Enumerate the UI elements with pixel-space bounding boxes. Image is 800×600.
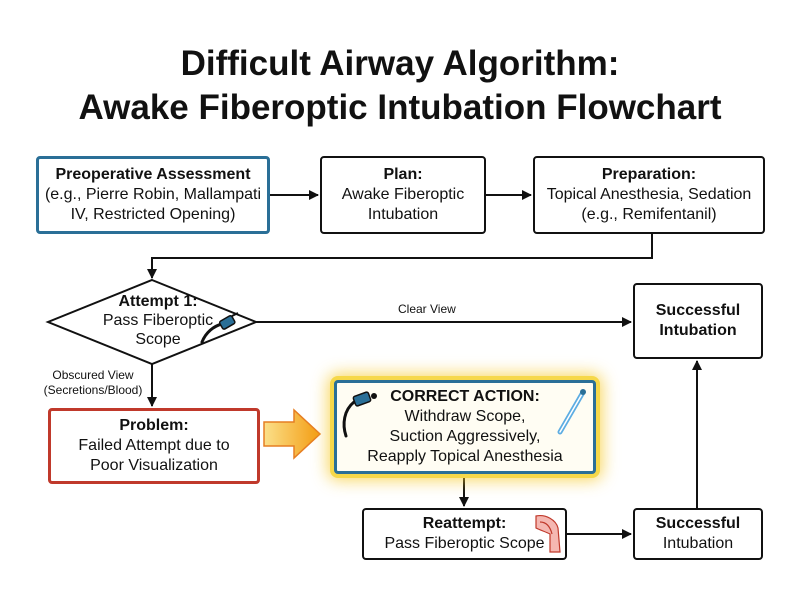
preparation-line-1: Topical Anesthesia, Sedation	[546, 186, 752, 203]
reattempt-heading: Reattempt:	[422, 515, 507, 532]
correct-action-line-2: Suction Aggressively,	[389, 428, 541, 445]
node-preparation: Preparation: Topical Anesthesia, Sedatio…	[533, 156, 765, 234]
reattempt-line-1: Pass Fiberoptic Scope	[384, 535, 545, 552]
plan-line-1: Awake Fiberoptic	[341, 186, 465, 203]
node-correct-action: CORRECT ACTION: Withdraw Scope, Suction …	[334, 380, 596, 474]
obscured-view-label: Obscured View (Secretions/Blood)	[28, 368, 158, 398]
obscured-view-line-1: Obscured View	[52, 368, 134, 382]
problem-line-1: Failed Attempt due to	[78, 437, 230, 454]
success-top-line-2: Intubation	[659, 322, 737, 339]
success-top-line-1: Successful	[655, 302, 741, 319]
airway-anatomy-icon	[535, 515, 561, 553]
attempt1-line-1: Pass Fiberoptic	[102, 312, 214, 329]
fiberoptic-scope-icon	[342, 391, 377, 438]
success-bottom-line-1: Intubation	[662, 535, 734, 552]
orange-arrow-icon	[263, 408, 322, 460]
plan-heading: Plan:	[383, 166, 423, 183]
node-success-top: Successful Intubation	[633, 283, 763, 359]
plan-line-2: Intubation	[367, 206, 439, 223]
success-bottom-heading: Successful	[655, 515, 741, 532]
attempt1-text: Attempt 1: Pass Fiberoptic Scope	[78, 292, 238, 349]
preparation-line-2: (e.g., Remifentanil)	[581, 206, 717, 223]
correct-action-line-3: Reapply Topical Anesthesia	[367, 448, 563, 465]
preop-line-1: (e.g., Pierre Robin, Mallampati	[44, 186, 262, 203]
title-line-1: Difficult Airway Algorithm:	[180, 44, 620, 83]
node-success-bottom: Successful Intubation	[633, 508, 763, 560]
node-problem: Problem: Failed Attempt due to Poor Visu…	[48, 408, 260, 484]
preparation-heading: Preparation:	[601, 166, 697, 183]
title-line-2: Awake Fiberoptic Intubation Flowchart	[78, 88, 722, 127]
preop-heading: Preoperative Assessment	[55, 166, 251, 183]
attempt1-line-2: Scope	[135, 331, 181, 348]
clear-view-label: Clear View	[398, 302, 456, 316]
attempt1-heading: Attempt 1:	[118, 293, 198, 310]
preop-line-2: IV, Restricted Opening)	[70, 206, 236, 223]
correct-action-line-1: Withdraw Scope,	[404, 408, 526, 425]
node-preoperative-assessment: Preoperative Assessment (e.g., Pierre Ro…	[36, 156, 270, 234]
node-reattempt: Reattempt: Pass Fiberoptic Scope	[362, 508, 567, 560]
problem-line-2: Poor Visualization	[90, 457, 218, 474]
problem-heading: Problem:	[119, 417, 189, 434]
fiberoptic-scope-icon	[200, 312, 239, 344]
correct-action-heading: CORRECT ACTION:	[390, 388, 540, 405]
edge-preparation-to-attempt1	[147, 234, 653, 279]
obscured-view-line-2: (Secretions/Blood)	[43, 383, 143, 397]
suction-catheter-icon	[557, 389, 586, 435]
flowchart-title: Difficult Airway Algorithm: Awake Fibero…	[0, 42, 800, 130]
node-plan: Plan: Awake Fiberoptic Intubation	[320, 156, 486, 234]
